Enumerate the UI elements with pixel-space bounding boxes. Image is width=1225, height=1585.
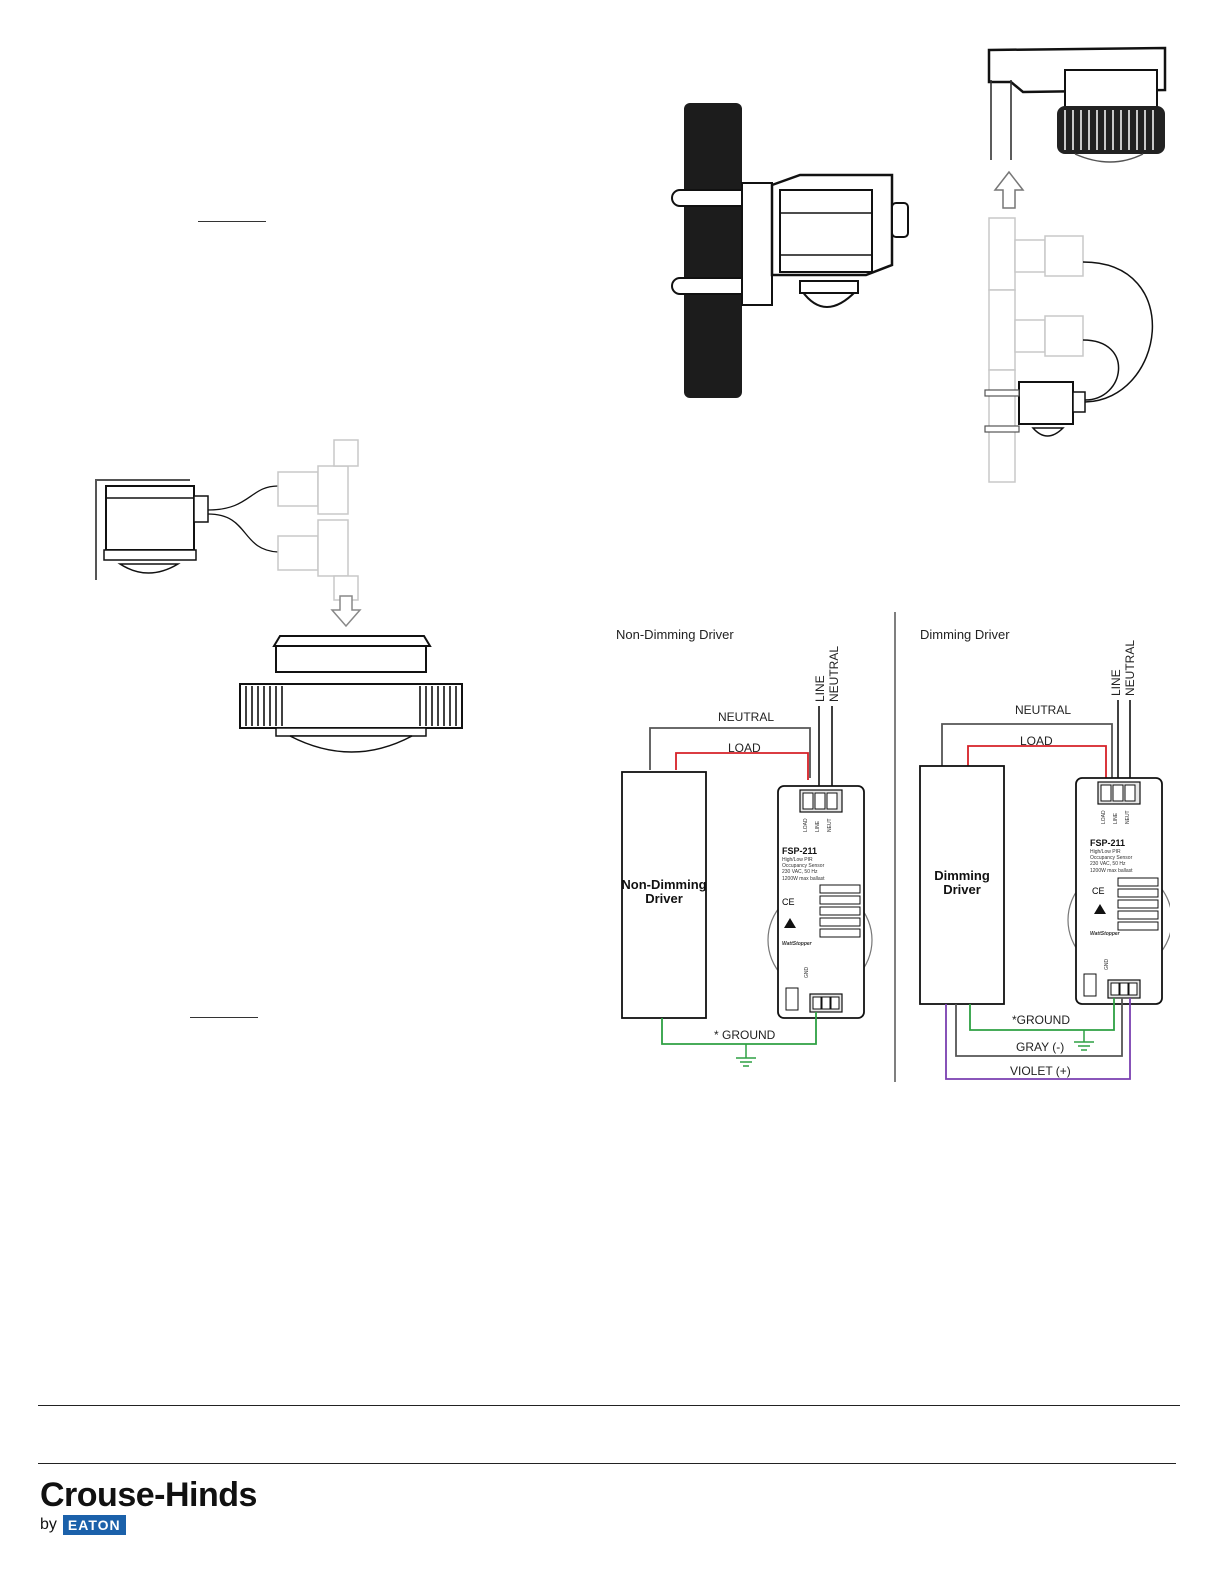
right-sensor-model: FSP-211 <box>1090 838 1125 848</box>
svg-text:1200W max ballast: 1200W max ballast <box>1090 868 1133 874</box>
svg-text:WattStopper: WattStopper <box>1090 931 1121 937</box>
non-dimming-driver-label-1: Non-Dimming <box>621 877 706 892</box>
svg-text:NEUT: NEUT <box>1125 810 1131 824</box>
dimming-driver-label-1: Dimming <box>934 868 990 883</box>
right-load-label: LOAD <box>1020 734 1053 748</box>
right-neutral-vertical-label: NEUTRAL <box>1123 640 1137 696</box>
svg-text:High/Low PIR: High/Low PIR <box>1090 849 1121 855</box>
right-violet-label: VIOLET (+) <box>1010 1064 1071 1078</box>
svg-text:1200W max ballast: 1200W max ballast <box>782 876 825 882</box>
sensor-wiring-assembly-illustration <box>95 439 463 753</box>
svg-text:LINE: LINE <box>815 820 821 832</box>
svg-text:GND: GND <box>804 967 810 979</box>
svg-text:GND: GND <box>1104 959 1110 971</box>
footer-rule-bottom <box>38 1463 1176 1464</box>
left-ce-mark: CE <box>782 897 795 907</box>
right-ground-label: *GROUND <box>1012 1013 1070 1027</box>
right-neutral-label: NEUTRAL <box>1015 703 1071 717</box>
dimming-driver-label-2: Driver <box>943 882 981 897</box>
left-line-label: LINE <box>813 675 827 702</box>
blank-underline-top <box>198 221 266 222</box>
left-neutral-label: NEUTRAL <box>718 710 774 724</box>
brand-name: Crouse-Hinds <box>40 1476 257 1514</box>
svg-text:CE: CE <box>1092 886 1105 896</box>
left-fsp211-sensor: LOAD LINE NEUT FSP-211 High/Low PIR Occu… <box>767 785 873 1019</box>
svg-text:NEUT: NEUT <box>827 818 833 832</box>
svg-text:Occupancy Sensor: Occupancy Sensor <box>1090 855 1133 861</box>
non-dimming-driver-label-2: Driver <box>645 891 683 906</box>
left-ground-label: * GROUND <box>714 1028 776 1042</box>
right-diagram-title: Dimming Driver <box>920 627 1010 642</box>
pole-mount-illustration <box>671 103 909 398</box>
footer-rule-top <box>38 1405 1180 1406</box>
left-load-label: LOAD <box>728 741 761 755</box>
blank-underline-bottom <box>190 1017 258 1018</box>
pole <box>684 103 742 398</box>
eaton-logo: EATON <box>62 1515 126 1535</box>
left-diagram-title: Non-Dimming Driver <box>616 627 734 642</box>
right-fsp211-sensor: LOAD LINE NEUT FSP-211 High/Low PIR Occu… <box>1067 777 1170 1005</box>
dimming-driver-box <box>919 765 1005 1005</box>
right-gray-label: GRAY (-) <box>1016 1040 1064 1054</box>
crouse-hinds-logo: Crouse-Hinds by EATON <box>40 1477 257 1535</box>
left-sensor-model: FSP-211 <box>782 846 817 856</box>
svg-text:230 VAC, 50 Hz: 230 VAC, 50 Hz <box>782 869 818 875</box>
right-line-label: LINE <box>1109 669 1123 696</box>
fixture-sensor-illustration <box>984 46 1167 483</box>
svg-text:WattStopper: WattStopper <box>782 941 813 947</box>
brand-by: by <box>40 1516 57 1533</box>
non-dimming-driver-box <box>621 771 707 1019</box>
wiring-diagrams: Non-Dimming Driver NEUTRAL LOAD LINE NEU… <box>616 612 1170 1082</box>
svg-text:230 VAC, 50 Hz: 230 VAC, 50 Hz <box>1090 861 1126 867</box>
svg-text:High/Low PIR: High/Low PIR <box>782 857 813 863</box>
svg-text:LOAD: LOAD <box>803 818 809 832</box>
left-neutral-vertical-label: NEUTRAL <box>827 646 841 702</box>
svg-text:LOAD: LOAD <box>1101 810 1107 824</box>
svg-text:LINE: LINE <box>1113 812 1119 824</box>
svg-text:Occupancy Sensor: Occupancy Sensor <box>782 863 825 869</box>
